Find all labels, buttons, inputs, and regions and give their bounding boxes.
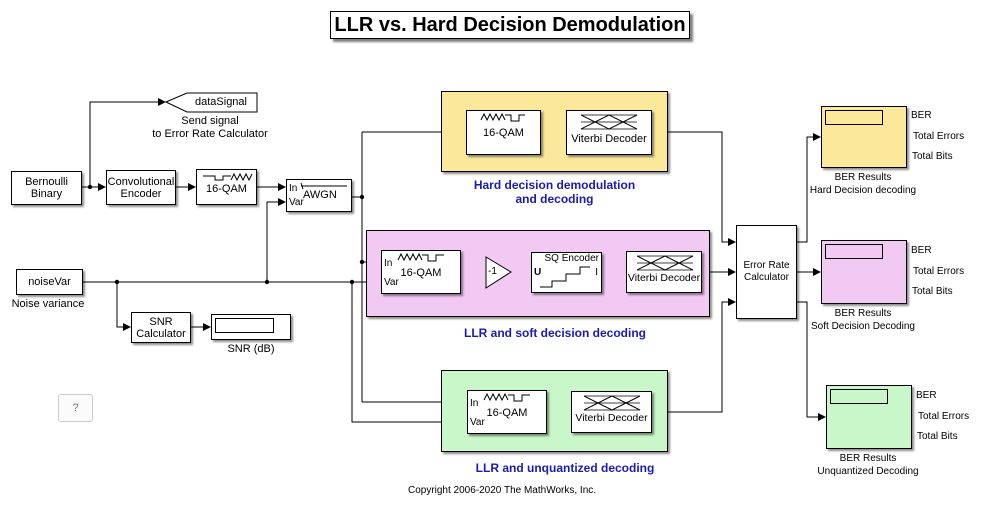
noisevar-caption: Noise variance bbox=[11, 298, 85, 310]
total-bits-row-label: Total Bits bbox=[912, 151, 953, 162]
unq-demod-var-port: Var bbox=[470, 417, 485, 428]
ber-row-label: BER bbox=[911, 110, 932, 121]
qam-modulator-label: 16-QAM bbox=[206, 183, 247, 195]
awgn-var-port: Var bbox=[289, 197, 304, 208]
trellis-icon bbox=[636, 255, 694, 271]
awgn-in-port: In bbox=[289, 183, 298, 194]
soft-demod-var-port: Var bbox=[384, 277, 399, 288]
snr-caption: SNR (dB) bbox=[227, 343, 275, 355]
ber-display-unquantized-caption: BER Results Unquantized Decoding bbox=[817, 453, 919, 477]
unquantized-area-label: LLR and unquantized decoding bbox=[475, 461, 655, 475]
soft-decision-area-label: LLR and soft decision decoding bbox=[463, 326, 646, 340]
ber-row-label: BER bbox=[916, 390, 937, 401]
goto-caption: Send signal to Error Rate Calculator bbox=[152, 115, 268, 140]
awgn-channel-block[interactable]: In Var AWGN bbox=[286, 179, 352, 212]
total-bits-row-label: Total Bits bbox=[917, 431, 958, 442]
hard-qam-demod-block[interactable]: 16-QAM bbox=[466, 110, 541, 155]
sq-encoder-u-port: U bbox=[534, 267, 542, 278]
snr-value-field bbox=[215, 318, 274, 333]
soft-viterbi-label: Viterbi Decoder bbox=[627, 272, 701, 284]
qam-modulator-block[interactable]: 16-QAM bbox=[196, 169, 257, 205]
demod-waveform-icon bbox=[483, 392, 530, 402]
ber-display-soft-caption: BER Results Soft Decision Decoding bbox=[811, 308, 915, 332]
bernoulli-binary-block[interactable]: Bernoulli Binary bbox=[11, 171, 82, 205]
snr-calculator-block[interactable]: SNR Calculator bbox=[131, 312, 191, 343]
quantizer-staircase-icon bbox=[540, 266, 590, 288]
ber-display-unquantized[interactable] bbox=[826, 385, 912, 449]
sq-encoder-label: SQ Encoder bbox=[544, 253, 599, 264]
soft-qam-demod-label: 16-QAM bbox=[400, 267, 442, 279]
awgn-noise-icon bbox=[300, 182, 347, 190]
convolutional-encoder-block[interactable]: Convolutional Encoder bbox=[106, 170, 176, 205]
trellis-icon bbox=[580, 114, 638, 130]
demod-waveform-icon bbox=[480, 112, 525, 122]
total-errors-row-label: Total Errors bbox=[913, 266, 965, 277]
goto-tag-block[interactable] bbox=[165, 92, 259, 114]
noisevar-constant-block[interactable]: noiseVar bbox=[16, 269, 83, 295]
unq-demod-in-port: In bbox=[470, 398, 479, 409]
sq-encoder-i-port: I bbox=[595, 267, 598, 278]
hard-qam-demod-label: 16-QAM bbox=[483, 127, 524, 139]
gain-label: -1 bbox=[488, 266, 497, 277]
goto-tag-label: dataSignal bbox=[195, 96, 247, 108]
unq-viterbi-label: Viterbi Decoder bbox=[575, 412, 648, 424]
snr-display-block[interactable] bbox=[211, 314, 291, 340]
soft-demod-in-port: In bbox=[384, 258, 393, 269]
help-button[interactable]: ? bbox=[58, 394, 93, 422]
copyright-text: Copyright 2006-2020 The MathWorks, Inc. bbox=[407, 485, 597, 496]
unq-qam-demod-label: 16-QAM bbox=[486, 407, 528, 419]
unq-viterbi-decoder-block[interactable]: Viterbi Decoder bbox=[571, 391, 652, 433]
trellis-icon bbox=[583, 395, 641, 411]
ber-display-hard-caption: BER Results Hard Decision decoding bbox=[809, 172, 917, 196]
soft-qam-demod-block[interactable]: In Var 16-QAM bbox=[381, 250, 461, 294]
ber-value-field bbox=[825, 110, 883, 125]
ber-value-field bbox=[825, 244, 883, 259]
ber-value-field bbox=[830, 389, 888, 404]
gain-block[interactable] bbox=[485, 256, 513, 290]
demod-waveform-icon bbox=[397, 252, 444, 262]
total-errors-row-label: Total Errors bbox=[913, 131, 965, 142]
total-bits-row-label: Total Bits bbox=[912, 286, 953, 297]
total-errors-row-label: Total Errors bbox=[918, 411, 970, 422]
hard-viterbi-decoder-block[interactable]: Viterbi Decoder bbox=[566, 110, 652, 155]
error-rate-calculator-block[interactable]: Error Rate Calculator bbox=[736, 225, 797, 319]
hard-decision-area-label: Hard decision demodulation and decoding bbox=[473, 178, 636, 206]
ber-display-soft[interactable] bbox=[821, 240, 907, 304]
soft-viterbi-decoder-block[interactable]: Viterbi Decoder bbox=[626, 251, 702, 293]
sq-encoder-block[interactable]: SQ Encoder U I bbox=[531, 252, 602, 293]
unq-qam-demod-block[interactable]: In Var 16-QAM bbox=[467, 390, 547, 434]
model-title: LLR vs. Hard Decision Demodulation bbox=[330, 11, 690, 39]
modulator-waveform-icon bbox=[203, 172, 253, 182]
ber-row-label: BER bbox=[911, 245, 932, 256]
awgn-label: AWGN bbox=[303, 189, 337, 201]
hard-viterbi-label: Viterbi Decoder bbox=[571, 133, 647, 145]
ber-display-hard[interactable] bbox=[821, 106, 907, 168]
